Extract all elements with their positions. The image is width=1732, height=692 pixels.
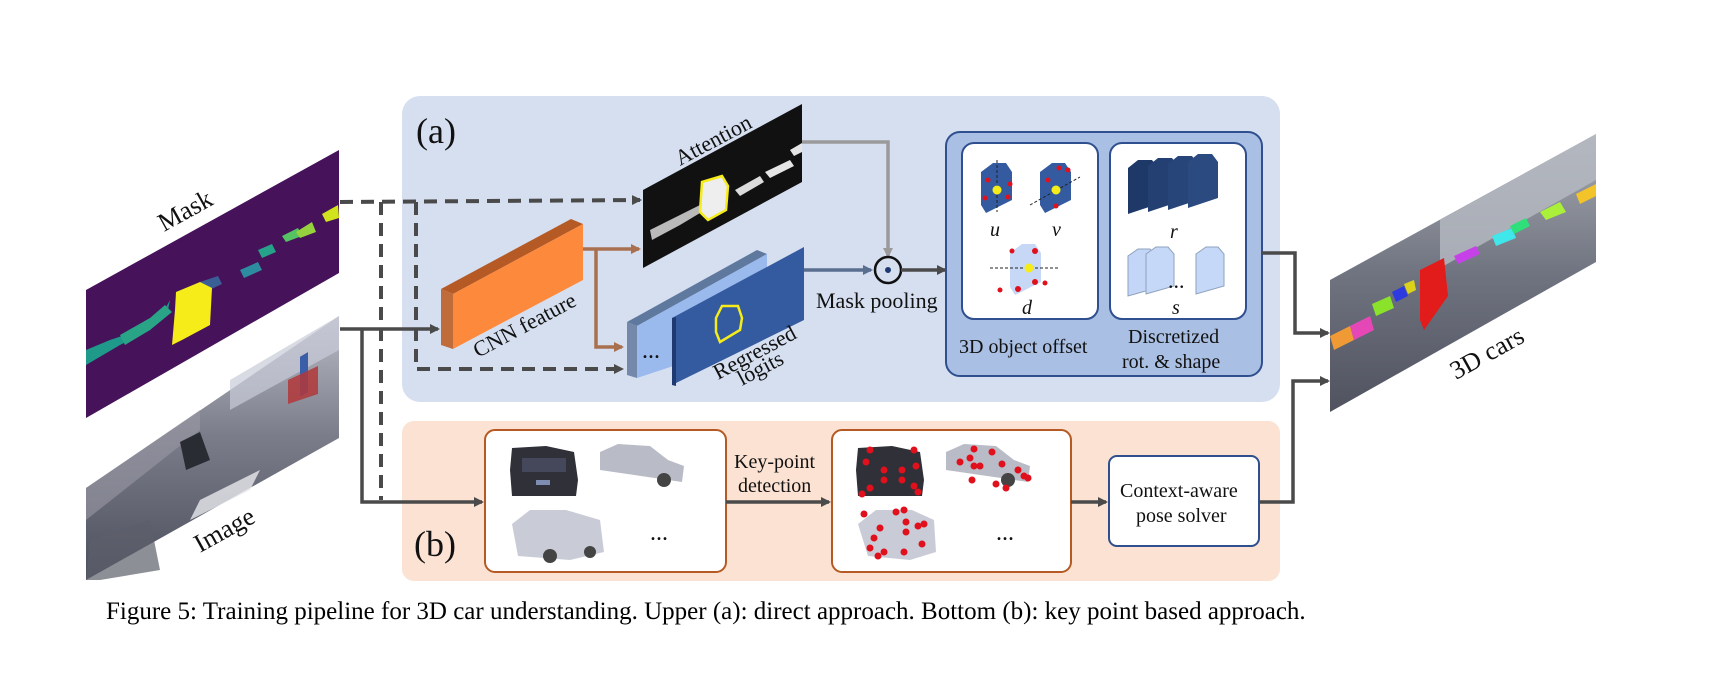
- offset-v-icon: [1029, 163, 1081, 213]
- mask-to-attention-arrow: [339, 195, 642, 206]
- offset-box: [961, 142, 1099, 320]
- output-3d-cars-image: [1330, 134, 1596, 412]
- offset-u-symbol: u: [990, 219, 1000, 241]
- offset-box-title: 3D object offset: [959, 336, 1088, 358]
- shape-symbol: s: [1172, 297, 1180, 319]
- offset-d-symbol: d: [1022, 297, 1033, 319]
- rotation-bins-icon: [1128, 154, 1218, 214]
- car-crop-images: [510, 444, 684, 563]
- shape-ellipsis: ...: [1168, 268, 1185, 293]
- regressed-logits-stack: ...: [627, 247, 804, 386]
- offset-d-icon: [990, 244, 1060, 295]
- discretized-title-line1: Discretized: [1128, 326, 1219, 348]
- heads-to-output-arrow: [1262, 251, 1330, 338]
- offset-v-symbol: v: [1052, 219, 1061, 241]
- keypoint-detection-label-line2: detection: [738, 475, 811, 497]
- keypoint-car-images: [856, 444, 1032, 560]
- figure-caption: Figure 5: Training pipeline for 3D car u…: [106, 598, 1306, 625]
- mask-pooling-label: Mask pooling: [816, 288, 938, 313]
- discretized-title-line2: rot. & shape: [1122, 351, 1220, 373]
- keypoint-detection-label-line1: Key-point: [734, 451, 816, 473]
- rotation-symbol: r: [1170, 221, 1178, 243]
- solver-to-output-arrow: [1259, 376, 1330, 504]
- image-to-car-crops-arrow: [360, 329, 484, 507]
- shape-bins-icon: [1127, 246, 1225, 297]
- panel-b-label: (b): [414, 524, 456, 564]
- keypoint-crops-ellipsis: ...: [996, 520, 1014, 546]
- logits-ellipsis: ...: [642, 338, 660, 364]
- cnn-to-logits-arrow: [594, 249, 624, 352]
- mask-input-image: [86, 150, 339, 418]
- car-crops-ellipsis: ...: [650, 520, 668, 546]
- offset-u-icon: [981, 160, 1013, 213]
- attention-map: [643, 104, 802, 268]
- camera-image-input: [86, 316, 339, 580]
- mask-to-logits-arrow: [414, 202, 624, 374]
- pose-solver-label-line1: Context-aware: [1120, 480, 1238, 502]
- panel-a-label: (a): [416, 111, 456, 151]
- attention-to-pooling-arrow: [802, 140, 893, 258]
- pose-solver-label-line2: pose solver: [1136, 505, 1227, 527]
- cnn-feature-block: [441, 219, 583, 349]
